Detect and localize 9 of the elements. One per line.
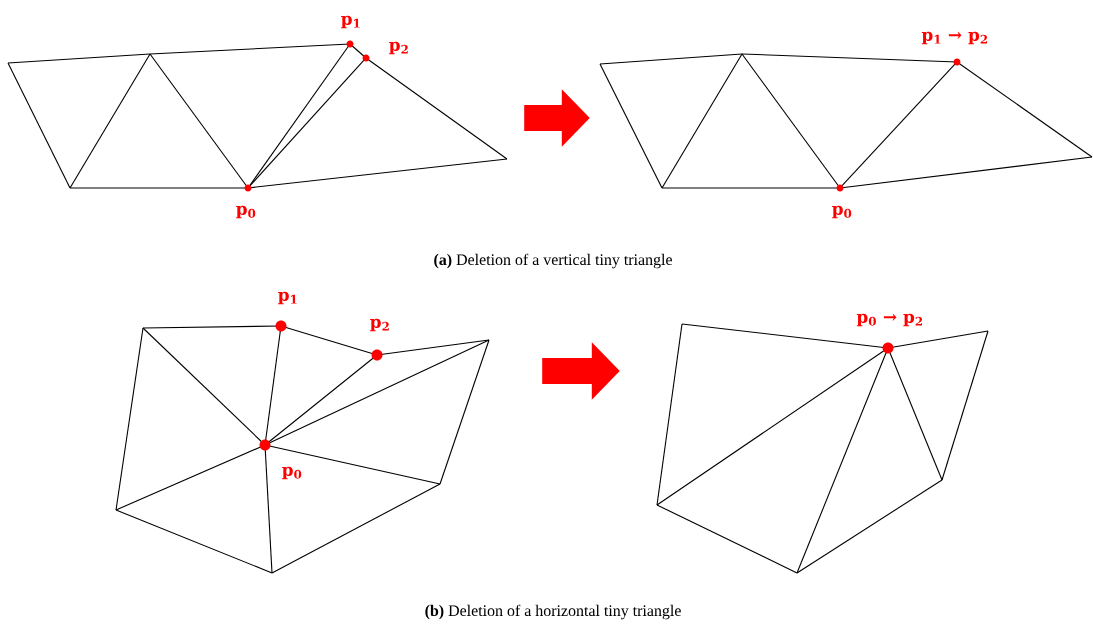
point-label: p$_{0}$ (282, 466, 302, 480)
mesh-drawing (7, 40, 508, 192)
mesh-drawing (599, 53, 1093, 192)
point-label: p$_{2}$ (389, 41, 408, 55)
caption: (b) Deletion of a horizontal tiny triangle (425, 604, 681, 620)
point-label: p$_{0}$ → p$_{2}$ (856, 313, 922, 327)
mesh-drawing (115, 320, 490, 574)
point-label: p$_{2}$ (370, 318, 389, 332)
caption: (a) Deletion of a vertical tiny triangle (434, 253, 672, 269)
